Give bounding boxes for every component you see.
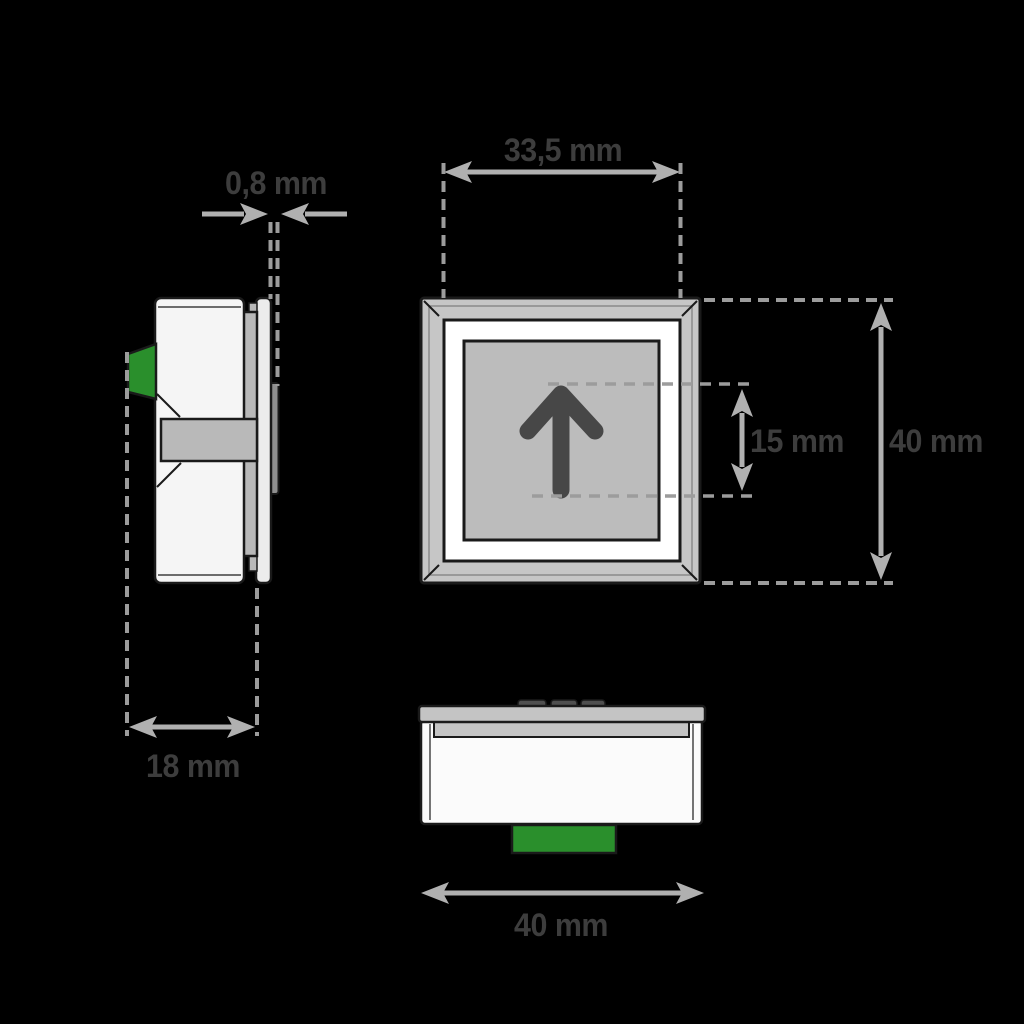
arrowhead-right: [240, 203, 268, 225]
arrowhead-up: [870, 303, 892, 331]
bottom-recess-strip: [433, 720, 690, 738]
arrowhead-left: [444, 161, 472, 183]
dim-protrusion: [202, 203, 347, 386]
arrowhead-up: [731, 389, 753, 417]
arrow-up-icon: [519, 385, 604, 499]
front-corner-chamfer-tl: [423, 300, 440, 317]
side-chamfer-lower: [156, 462, 182, 488]
bottom-bezel-lip: [417, 704, 707, 724]
front-corner-chamfer-tr: [681, 300, 698, 317]
dim-label-side-depth: 18 mm: [146, 748, 240, 784]
side-view: [126, 296, 280, 585]
side-chamfer-upper: [156, 393, 181, 418]
arrowhead-left: [129, 716, 157, 738]
arrowhead-right: [652, 161, 680, 183]
arrowhead-down: [731, 463, 753, 491]
dim-front-height: [704, 298, 893, 585]
arrowhead-left: [281, 203, 309, 225]
dim-label-protrusion: 0,8 mm: [225, 165, 327, 201]
front-corner-chamfer-bl: [423, 564, 440, 581]
arrowhead-left: [421, 882, 449, 904]
dimension-graphics: [125, 161, 893, 904]
dim-symbol-height: [532, 382, 757, 498]
front-bezel-bevel-line: [428, 305, 693, 576]
dim-label-front-height: 40 mm: [889, 423, 983, 459]
bottom-connector-green: [510, 823, 618, 855]
dim-label-bottom-width: 40 mm: [514, 907, 608, 943]
dim-label-symbol-height: 15 mm: [750, 423, 844, 459]
arrowhead-right: [227, 716, 255, 738]
dim-bottom-width: [421, 882, 704, 904]
side-connector-green: [126, 342, 158, 401]
bottom-view: [417, 699, 707, 855]
arrowhead-right: [676, 882, 704, 904]
front-corner-chamfer-br: [681, 564, 698, 581]
dim-side-depth: [125, 352, 259, 738]
dim-face-width: [441, 161, 683, 298]
front-view: [419, 296, 702, 585]
arrowhead-down: [870, 552, 892, 580]
side-latch-tab: [159, 417, 259, 463]
dim-label-face-width: 33,5 mm: [503, 132, 623, 168]
